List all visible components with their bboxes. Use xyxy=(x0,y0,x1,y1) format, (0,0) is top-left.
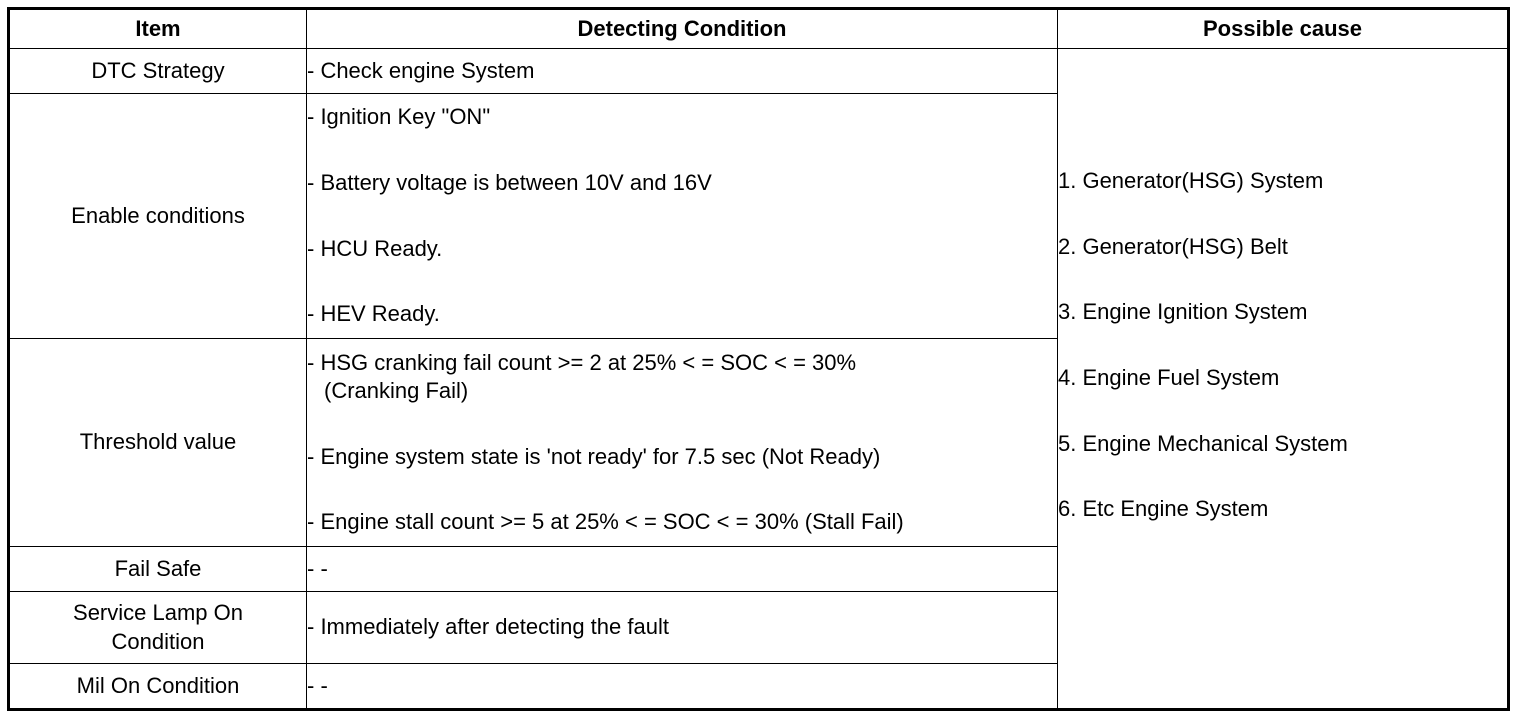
condition-dtc-strategy: - Check engine System xyxy=(306,48,1058,94)
item-threshold-value: Threshold value xyxy=(8,338,307,547)
item-enable-conditions: Enable conditions xyxy=(8,93,307,339)
header-detecting-condition: Detecting Condition xyxy=(306,8,1058,49)
cause-item: 3. Engine Ignition System xyxy=(1058,299,1308,325)
header-possible-cause: Possible cause xyxy=(1057,8,1509,49)
condition-line: (Cranking Fail) xyxy=(324,378,469,404)
condition-line: - HSG cranking fail count >= 2 at 25% < … xyxy=(307,349,857,375)
condition-service-lamp: - Immediately after detecting the fault xyxy=(306,591,1058,664)
condition-line: - Ignition Key "ON" xyxy=(307,104,491,129)
cause-item: 2. Generator(HSG) Belt xyxy=(1058,233,1288,259)
condition-line: - Engine stall count >= 5 at 25% < = SOC… xyxy=(307,508,904,534)
item-dtc-strategy: DTC Strategy xyxy=(8,48,307,94)
header-row: Item Detecting Condition Possible cause xyxy=(8,8,1509,49)
cause-item: 5. Engine Mechanical System xyxy=(1058,430,1348,456)
cause-item: 4. Engine Fuel System xyxy=(1058,365,1280,390)
condition-line: - - xyxy=(307,672,328,698)
item-fail-safe: Fail Safe xyxy=(8,546,307,592)
condition-line: - Check engine System xyxy=(307,57,535,83)
cause-item: 1. Generator(HSG) System xyxy=(1058,168,1324,194)
possible-cause-list: 1. Generator(HSG) System 2. Generator(HS… xyxy=(1058,167,1507,524)
table-row: DTC Strategy - Check engine System 1. Ge… xyxy=(8,48,1509,710)
condition-line: - Battery voltage is between 10V and 16V xyxy=(307,169,712,195)
condition-list: - Ignition Key "ON" - Battery voltage is… xyxy=(307,103,1057,329)
possible-cause-cell: 1. Generator(HSG) System 2. Generator(HS… xyxy=(1057,48,1509,710)
condition-fail-safe: - - xyxy=(306,546,1058,592)
item-line: Condition xyxy=(111,628,205,654)
cause-item: 6. Etc Engine System xyxy=(1058,496,1269,522)
condition-line: - HCU Ready. xyxy=(307,235,443,261)
condition-line: - HEV Ready. xyxy=(307,301,440,327)
item-service-lamp: Service Lamp On Condition xyxy=(8,591,307,664)
table-row: Fail Safe - - xyxy=(8,546,1509,592)
table-row: Enable conditions - Ignition Key "ON" - … xyxy=(8,93,1509,339)
table-row: Mil On Condition - - xyxy=(8,663,1509,710)
condition-enable-conditions: - Ignition Key "ON" - Battery voltage is… xyxy=(306,93,1058,339)
condition-line: - Engine system state is 'not ready' for… xyxy=(307,443,881,469)
condition-line: - - xyxy=(307,555,328,581)
table-row: Threshold value - HSG cranking fail coun… xyxy=(8,338,1509,547)
table-row: Service Lamp On Condition - Immediately … xyxy=(8,591,1509,664)
condition-line: - Immediately after detecting the fault xyxy=(307,614,669,640)
dtc-table: Item Detecting Condition Possible cause … xyxy=(7,7,1510,711)
header-item: Item xyxy=(8,8,307,49)
condition-mil-on: - - xyxy=(306,663,1058,710)
condition-list: - HSG cranking fail count >= 2 at 25% < … xyxy=(307,349,1057,537)
item-line: Service Lamp On xyxy=(73,599,243,625)
item-mil-on: Mil On Condition xyxy=(8,663,307,710)
condition-threshold-value: - HSG cranking fail count >= 2 at 25% < … xyxy=(306,338,1058,547)
